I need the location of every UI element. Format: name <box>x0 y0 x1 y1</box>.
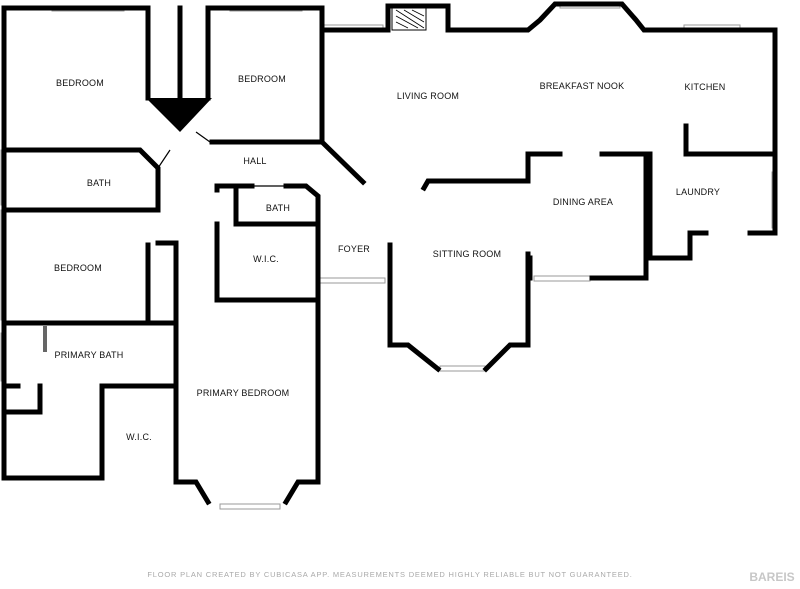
room-label-kitchen: KITCHEN <box>685 82 726 92</box>
room-label-wic-1: W.I.C. <box>253 254 279 264</box>
room-label-primary-bath: PRIMARY BATH <box>55 350 124 360</box>
room-label-dining-area: DINING AREA <box>553 197 613 207</box>
fireplace-icon <box>391 7 427 31</box>
room-label-wic-2: W.I.C. <box>126 432 152 442</box>
room-label-hall: HALL <box>243 156 266 166</box>
room-label-bedroom-nw: BEDROOM <box>56 78 104 88</box>
room-label-bath-1: BATH <box>87 178 111 188</box>
watermark-logo: BAREIS <box>749 570 794 584</box>
room-label-living-room: LIVING ROOM <box>397 91 459 101</box>
room-label-breakfast-nook: BREAKFAST NOOK <box>540 81 625 91</box>
room-labels: BEDROOM BEDROOM LIVING ROOM BREAKFAST NO… <box>54 74 725 442</box>
footer-disclaimer: FLOOR PLAN CREATED BY CUBICASA APP. MEAS… <box>147 570 632 579</box>
room-label-bath-2: BATH <box>266 203 290 213</box>
fixtures <box>43 131 286 352</box>
room-label-laundry: LAUNDRY <box>676 187 720 197</box>
room-label-bedroom-n: BEDROOM <box>238 74 286 84</box>
entry-arrow-icon <box>146 98 212 132</box>
room-label-primary-bedroom: PRIMARY BEDROOM <box>197 388 290 398</box>
room-label-sitting-room: SITTING ROOM <box>433 249 501 259</box>
walls <box>1 1 778 506</box>
room-label-bedroom-w: BEDROOM <box>54 263 102 273</box>
room-label-foyer: FOYER <box>338 244 370 254</box>
